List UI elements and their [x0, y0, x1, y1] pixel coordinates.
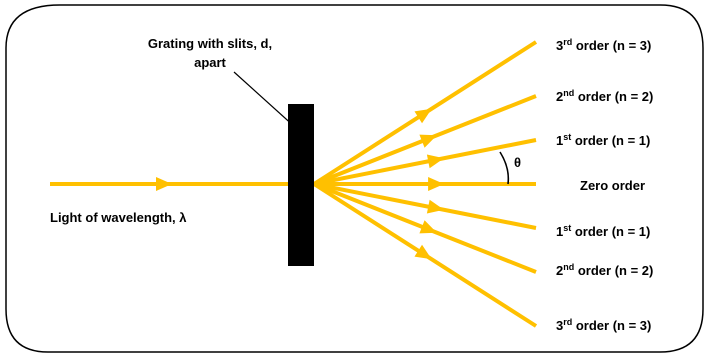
arrow-down-3	[414, 244, 432, 260]
angle-arc	[499, 151, 510, 185]
incident-arrow	[156, 177, 172, 191]
grating-pointer-line	[233, 71, 297, 129]
grating	[288, 104, 314, 266]
arrow-zero	[428, 177, 445, 191]
angle-label: θ	[514, 155, 521, 170]
order-label-down-2: 2nd order (n = 2)	[556, 262, 653, 278]
arrow-up-1	[426, 154, 444, 169]
order-label-up-2: 2nd order (n = 2)	[556, 88, 653, 104]
arrow-down-2	[419, 220, 437, 234]
arrow-down-1	[426, 199, 444, 214]
beam-down-1	[313, 182, 537, 230]
order-label-down-1: 1st order (n = 1)	[556, 223, 650, 239]
beam-up-1	[313, 138, 537, 186]
order-label-up-1: 1st order (n = 1)	[556, 132, 650, 148]
order-label-up-3: 3rd order (n = 3)	[556, 37, 651, 53]
incident-label: Light of wavelength, λ	[50, 210, 187, 225]
order-label-zero: Zero order	[580, 178, 645, 193]
arrow-up-2	[419, 134, 437, 148]
order-label-down-3: 3rd order (n = 3)	[556, 317, 651, 333]
grating-label-line1: Grating with slits, d,	[148, 36, 272, 51]
arrow-up-3	[414, 108, 432, 124]
diagram-frame	[5, 4, 704, 353]
grating-label-line2: apart	[194, 55, 226, 70]
